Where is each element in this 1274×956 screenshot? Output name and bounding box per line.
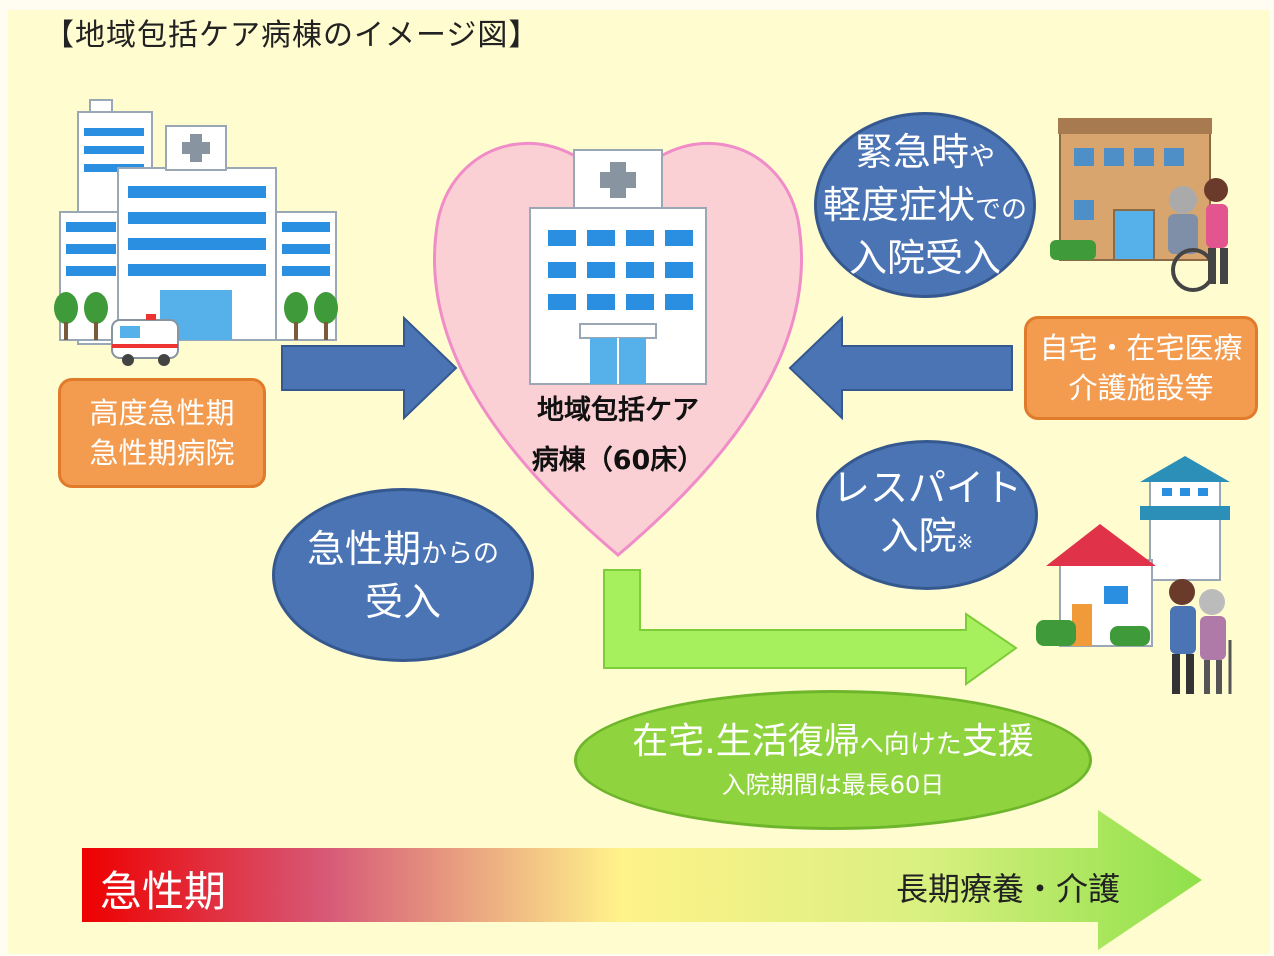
emergency-line2b: での [975,195,1028,225]
arrow-from-acute-icon [281,315,458,421]
home-care-box: 自宅・在宅医療 介護施設等 [1024,316,1258,420]
emergency-line2a: 軽度症状 [822,183,975,227]
acute-intake-big: 急性期 [306,526,421,571]
acute-hospital-label-1: 高度急性期 [89,396,235,430]
home-care-label-2: 介護施設等 [1068,371,1214,405]
continuum-end-label: 長期療養・介護 [896,870,1121,908]
page-title: 【地域包括ケア病棟のイメージ図】 [44,18,540,53]
ward-label-1: 地域包括ケア [537,395,699,426]
support-l1c: 向けた [883,729,962,760]
acute-intake-line2: 受入 [364,579,441,624]
support-l1b: へ [859,730,884,759]
arrow-from-home-icon [788,315,1013,421]
respite-note-mark: ※ [956,530,974,554]
support-l1d: 支援 [961,720,1034,762]
acute-intake-ellipse: 急性期からの 受入 [272,488,534,662]
emergency-line1b: や [969,142,996,172]
arrow-to-home-icon [603,569,1018,686]
continuum-arrow [82,810,1202,950]
acute-hospital-box: 高度急性期 急性期病院 [58,378,266,488]
ward-label: 地域包括ケア 病棟（60床） [518,386,718,486]
emergency-intake-ellipse: 緊急時や 軽度症状での 入院受入 [814,112,1036,298]
respite-ellipse: レスパイト 入院※ [816,440,1038,590]
emergency-line3: 入院受入 [848,236,1001,280]
support-l1a: 在宅.生活復帰 [632,720,860,762]
emergency-line1a: 緊急時 [854,130,969,174]
acute-intake-small: からの [421,538,500,569]
support-line2: 入院期間は最長60日 [721,770,945,799]
ward-label-2: 病棟（60床） [531,445,705,476]
home-icon [1036,456,1232,694]
continuum-start-label: 急性期 [100,867,227,916]
ward-building-icon [529,149,707,385]
care-facility-icon [1050,118,1228,292]
home-care-label-1: 自宅・在宅医療 [1039,331,1243,365]
respite-line1: レスパイト [831,466,1022,510]
support-ellipse: 在宅.生活復帰へ向けた支援 入院期間は最長60日 [574,690,1092,830]
respite-line2a: 入院 [880,514,957,558]
acute-hospital-icon [54,99,338,366]
acute-hospital-label-2: 急性期病院 [89,436,235,470]
